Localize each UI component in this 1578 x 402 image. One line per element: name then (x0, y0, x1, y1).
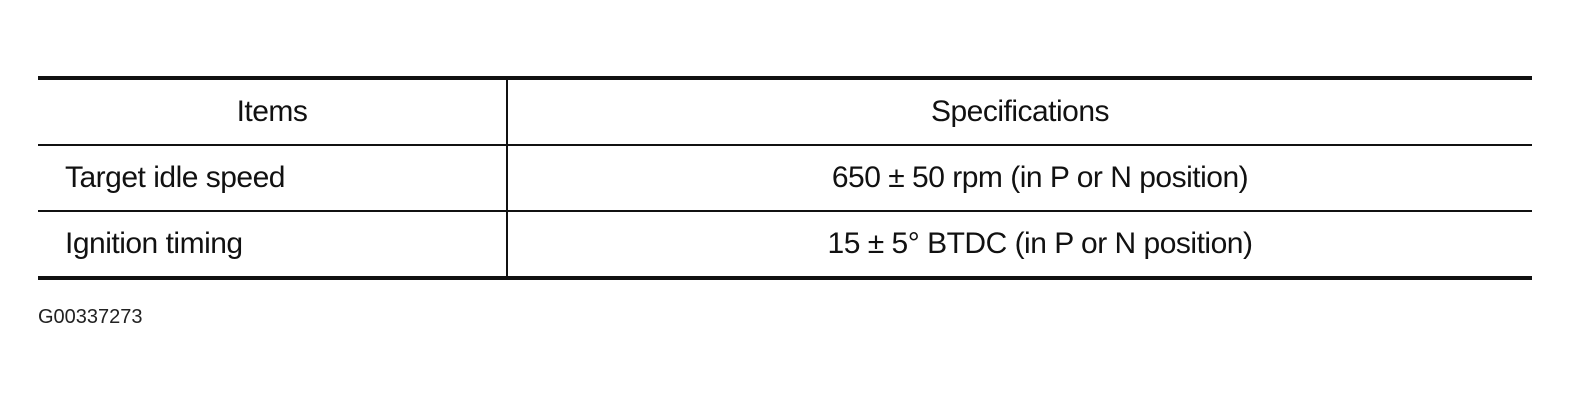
table-row: Ignition timing 15 ± 5° BTDC (in P or N … (38, 211, 1532, 278)
row-item-cell: Ignition timing (38, 211, 508, 278)
header-items: Items (38, 78, 508, 146)
row-spec-cell: 650 ± 50 rpm (in P or N position) (507, 145, 1532, 212)
table-row: Target idle speed 650 ± 50 rpm (in P or … (38, 145, 1532, 212)
table-header-row: Items Specifications (38, 78, 1532, 146)
row-item-cell: Target idle speed (38, 145, 508, 212)
figure-id: G00337273 (38, 306, 143, 328)
row-spec-cell: 15 ± 5° BTDC (in P or N position) (827, 227, 1253, 260)
specifications-table: Items Specifications Target idle speed 6… (38, 76, 1532, 280)
header-specifications: Specifications (507, 78, 1532, 146)
